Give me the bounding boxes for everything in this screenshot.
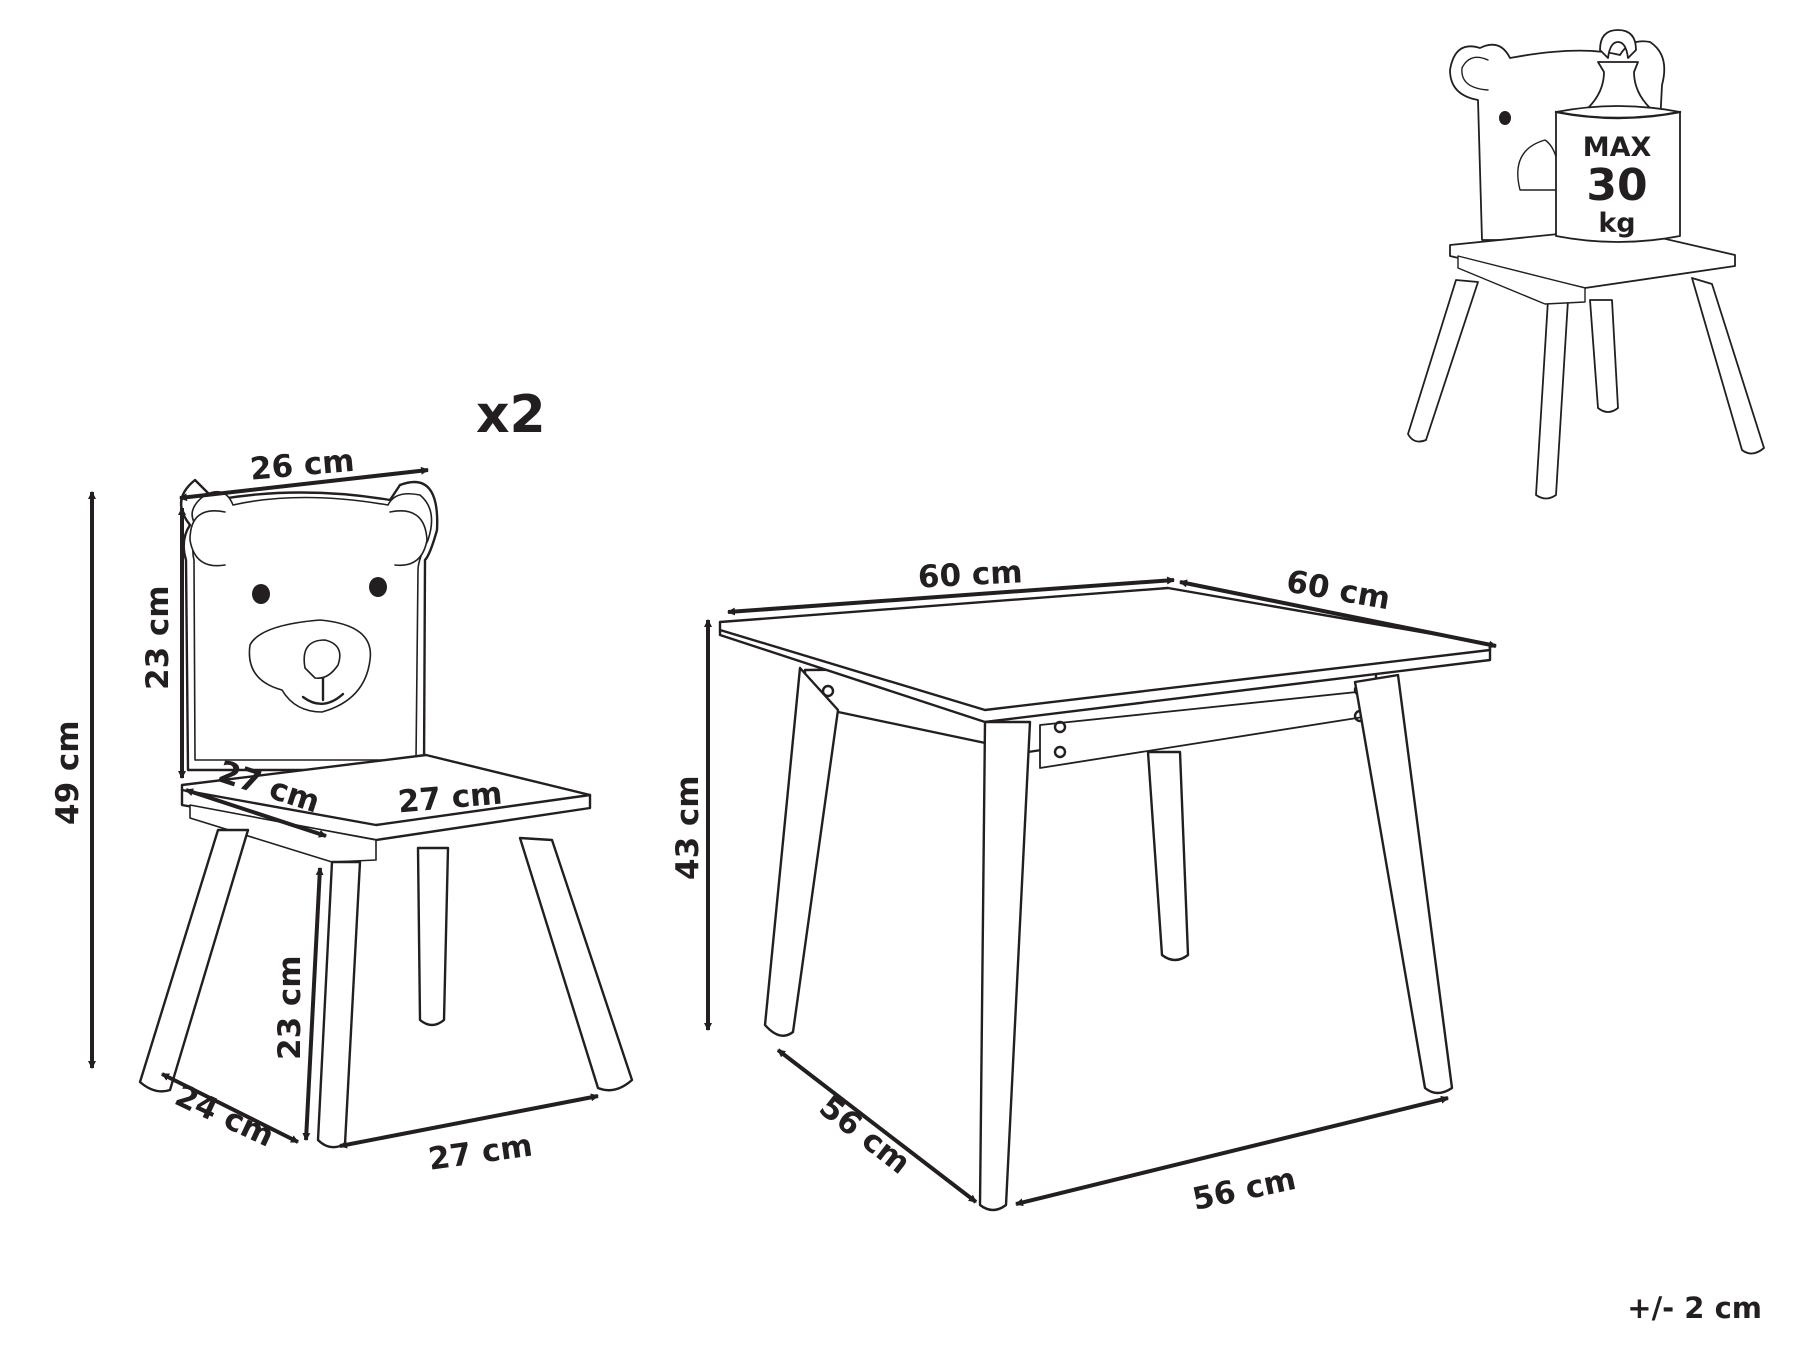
weight-limit-max-label: MAX [1583, 132, 1652, 163]
bear-eye-right-icon [369, 577, 387, 597]
chair-base-width-label: 27 cm [426, 1128, 535, 1178]
chair-backrest-height-label: 23 cm [140, 585, 176, 690]
chair-dimension-arrows [88, 466, 599, 1149]
weight-limit-value-label: 30 [1586, 160, 1647, 211]
table-base-depth-label: 56 cm [812, 1089, 917, 1182]
bear-eye-left-icon [252, 584, 270, 604]
table-dimension-arrows [704, 576, 1497, 1207]
table-top-depth-label: 60 cm [1284, 564, 1393, 618]
weight-limit-illustration [1407, 29, 1765, 500]
tolerance-label: +/- 2 cm [1627, 1291, 1762, 1325]
weight-limit-unit-label: kg [1598, 208, 1635, 239]
chair-seat-height-label: 23 cm [272, 955, 308, 1060]
table-height-label: 43 cm [670, 775, 706, 880]
quantity-multiplier-label: x2 [476, 385, 546, 445]
chair-total-height-label: 49 cm [50, 720, 86, 825]
chair-drawing [138, 478, 634, 1149]
chair-base-depth-label: 24 cm [169, 1078, 279, 1155]
table-top-width-label: 60 cm [917, 554, 1023, 595]
table-base-width-label: 56 cm [1189, 1161, 1299, 1218]
